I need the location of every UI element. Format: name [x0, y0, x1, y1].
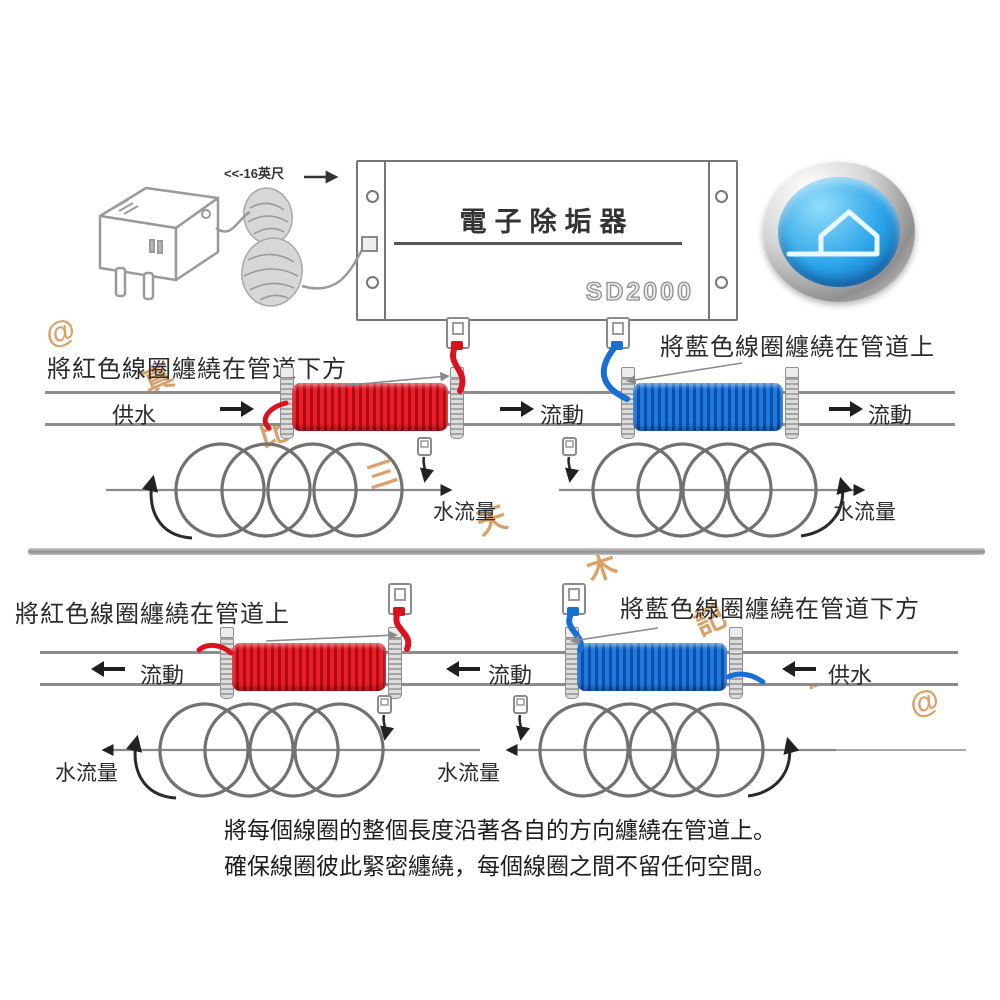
blue-coil [577, 643, 727, 691]
supply-water-label: 供水 [828, 663, 873, 688]
red-coil-plug [446, 317, 470, 350]
watermark-glyph: @ [41, 312, 80, 353]
bottom-red-instruction: 將紅色線圈纏繞在管道上 [15, 601, 290, 628]
coiled-cable-illustration [241, 187, 303, 307]
screw-hole-icon [366, 276, 379, 289]
section-divider [28, 548, 985, 555]
flow-arrow-right-icon [500, 401, 534, 417]
red-coil [292, 383, 448, 431]
flow-label: 流動 [540, 403, 585, 428]
blue-coil-plug [606, 317, 630, 350]
field-spiral-diagram [106, 437, 453, 540]
descaler-device-box: 電子除垢器 SD2000 [356, 160, 738, 321]
field-spiral-diagram [101, 695, 480, 800]
top-blue-instruction: 將藍色線圈纏繞在管道上 [660, 334, 935, 361]
water-flow-label: 水流量 [55, 762, 118, 785]
supply-water-label: 供水 [112, 403, 157, 428]
field-spiral-diagram [559, 437, 866, 538]
flow-arrow-left-icon [91, 661, 125, 677]
bottom-blue-instruction: 將藍色線圈纏繞在管道下方 [620, 596, 920, 623]
flow-arrow-left-icon [782, 661, 816, 677]
device-title: 電子除垢器 [459, 207, 635, 237]
screw-hole-icon [715, 276, 728, 289]
brand-logo-badge [763, 162, 915, 302]
flow-arrow-right-icon [829, 401, 863, 417]
footer-line-1: 將每個線圈的整個長度沿著各自的方向纏繞在管道上。 [224, 817, 776, 843]
flow-label: 流動 [488, 663, 533, 688]
flow-label: 流動 [140, 663, 185, 688]
device-panel-line [394, 242, 682, 245]
water-flow-label: 水流量 [433, 501, 496, 524]
footer-instructions: 將每個線圈的整個長度沿著各自的方向纏繞在管道上。 確保線圈彼此緊密纏繞，每個線圈… [0, 812, 1000, 884]
top-red-instruction: 將紅色線圈纏繞在管道下方 [47, 356, 347, 383]
device-right-flange [708, 162, 710, 319]
screw-hole-icon [366, 190, 379, 203]
flow-arrow-left-icon [446, 661, 480, 677]
cable-tie-icon [785, 367, 799, 439]
blue-coil-plug [562, 583, 586, 616]
cable-tie-icon [729, 627, 743, 699]
red-coil [232, 643, 386, 691]
footer-line-2: 確保線圈彼此緊密纏繞，每個線圈之間不留任何空間。 [224, 853, 776, 879]
screw-hole-icon [715, 190, 728, 203]
blue-coil [633, 383, 783, 431]
device-model-label: SD2000 [585, 277, 694, 306]
water-flow-label: 水流量 [437, 762, 500, 785]
red-coil-plug [388, 583, 412, 616]
cable-tie-icon [388, 627, 402, 699]
house-icon [786, 209, 880, 257]
logo-face [778, 177, 900, 287]
power-adapter-illustration [98, 186, 220, 301]
device-left-flange [384, 162, 386, 319]
water-flow-label: 水流量 [833, 501, 896, 524]
cable-tie-icon [450, 367, 464, 439]
cable-length-label: <<-16英尺 [224, 166, 284, 181]
flow-label: 流動 [868, 403, 913, 428]
field-spiral-diagram [505, 695, 966, 798]
flow-arrow-right-icon [220, 401, 254, 417]
